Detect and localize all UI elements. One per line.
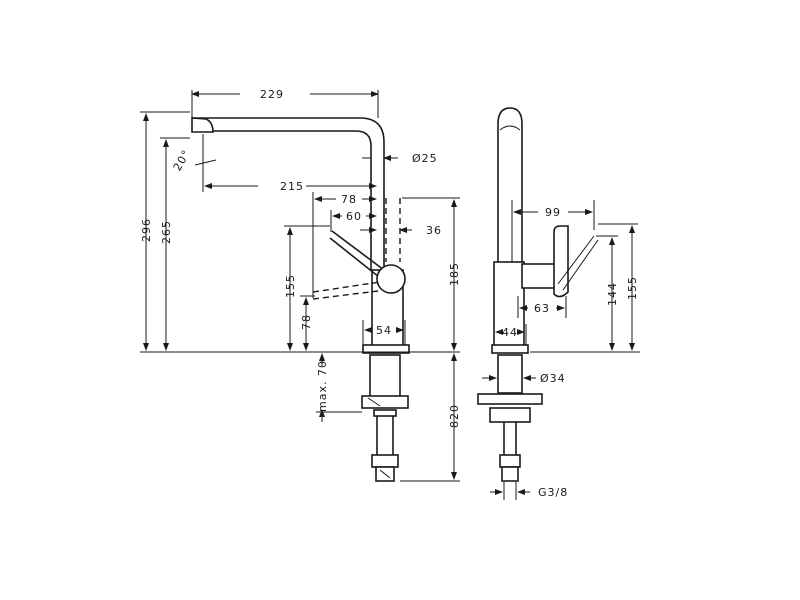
dim-229: 229: [260, 88, 284, 101]
dim-296: 296: [140, 218, 153, 242]
dim-44: 44: [502, 326, 518, 339]
supply-hoses: [373, 409, 397, 417]
front-view: [191, 117, 410, 482]
dim-diameter-25: Ø25: [412, 152, 438, 165]
dim-155-side: 155: [626, 276, 639, 300]
dim-215: 215: [280, 180, 304, 193]
dim-diameter-34: Ø34: [540, 372, 566, 385]
dim-63: 63: [534, 302, 550, 315]
handle: [331, 230, 389, 274]
dim-99: 99: [545, 206, 561, 219]
front-dimensions: 229 296 265 20° Ø25 215 78 60 36 155: [140, 88, 461, 482]
side-base: [491, 344, 529, 354]
side-spout: [497, 107, 523, 271]
dim-78-low: 78: [300, 314, 313, 330]
dim-tilt: 20°: [171, 147, 194, 173]
dim-820: 820: [448, 404, 461, 428]
shank: [369, 354, 401, 398]
dim-54: 54: [376, 324, 392, 337]
dim-78-top: 78: [341, 193, 357, 206]
side-view: [477, 107, 599, 482]
faucet-base: [362, 344, 410, 354]
dim-265: 265: [160, 220, 173, 244]
dim-185: 185: [448, 262, 461, 286]
side-dimensions: 99 63 44 144 155 Ø34 G3/8: [482, 200, 640, 500]
aerator: [191, 117, 214, 133]
dim-60: 60: [346, 210, 362, 223]
dim-144: 144: [606, 282, 619, 306]
dim-36: 36: [426, 224, 442, 237]
side-handle: [553, 225, 569, 298]
handle-alt-position: [312, 281, 381, 300]
dim-thread: G3/8: [538, 486, 568, 499]
spout: [192, 117, 385, 270]
dim-max-70: max. 70: [316, 360, 329, 412]
dim-155-front: 155: [284, 274, 297, 298]
handle-knob: [376, 264, 406, 294]
